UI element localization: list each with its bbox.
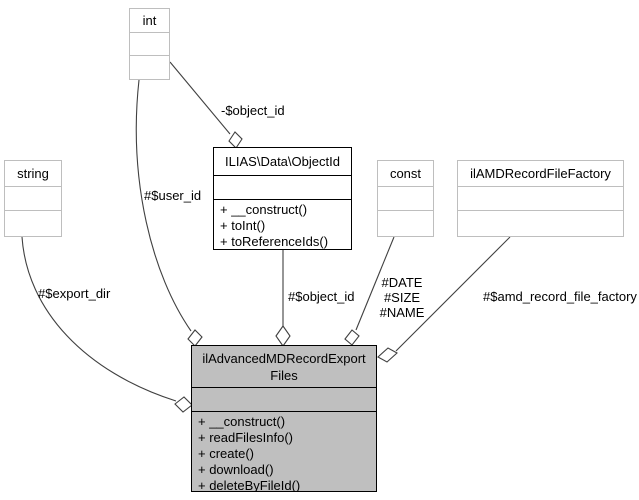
attributes-compartment [5,186,61,210]
aggregation-diamond-objectid [228,131,243,149]
class-title: const [389,166,422,181]
class-title-line-2: Files [270,368,298,383]
edge-string-to-main [21,236,177,402]
class-title: ilAMDRecordFileFactory [470,166,611,181]
aggregation-diamond-factory [377,347,398,363]
method-item: + deleteByFileId() [198,478,301,491]
edge-int-to-main [135,79,192,332]
aggregation-diamond-object-id [275,325,291,347]
aggregation-diamond-user-id [187,329,203,347]
class-node-int: int [129,8,170,80]
edge-label-name: #NAME [379,305,425,320]
class-title: string [17,166,49,181]
class-title-line-1: ilAdvancedMDRecordExport [202,351,366,366]
methods-compartment [5,210,61,236]
class-title: int [142,13,157,28]
aggregation-diamond-export-dir [174,396,193,413]
methods-compartment: + __construct() + toInt() + toReferenceI… [214,199,351,249]
attributes-compartment [378,186,433,210]
class-node-iladvancedmdrecordexportfiles: ilAdvancedMDRecordExport Files + __const… [191,345,377,492]
methods-compartment [378,210,433,236]
edge-label-user-id: #$user_id [144,188,202,203]
edge-int-to-objectid [169,61,231,135]
class-node-const: const [377,160,434,237]
edge-factory-to-main [395,236,511,352]
edge-label-size: #SIZE [383,290,421,305]
edge-const-to-main [355,236,395,331]
attributes-compartment [458,186,623,210]
class-node-ilias-data-objectid[interactable]: ILIAS\Data\ObjectId + __construct() + to… [213,147,352,250]
methods-compartment [458,210,623,236]
class-title: ilAdvancedMDRecordExport Files [192,346,376,387]
edge-label-date: #DATE [381,275,423,290]
edge-label-const-members: #DATE #SIZE #NAME [372,275,432,320]
method-item: + download() [198,462,274,477]
method-item: + readFilesInfo() [198,430,294,445]
class-node-string: string [4,160,62,237]
methods-compartment [130,55,169,79]
edge-label-export-dir: #$export_dir [38,286,111,301]
aggregation-diamond-const [344,329,360,346]
attributes-compartment [192,387,376,411]
edge-label-object-id-private: -$object_id [221,103,285,118]
edge-label-object-id: #$object_id [288,289,355,304]
method-item: + toInt() [220,218,266,233]
attributes-compartment [214,175,351,199]
method-item: + toReferenceIds() [220,234,329,249]
class-title: ILIAS\Data\ObjectId [225,154,340,169]
method-item: + __construct() [198,414,286,429]
method-item: + __construct() [220,202,308,217]
class-node-ilamdrecordfilefactory[interactable]: ilAMDRecordFileFactory [457,160,624,237]
attributes-compartment [130,32,169,55]
method-item: + create() [198,446,254,461]
edge-label-amd-record-file-factory: #$amd_record_file_factory [483,289,637,304]
methods-compartment: + __construct() + readFilesInfo() + crea… [192,411,376,491]
